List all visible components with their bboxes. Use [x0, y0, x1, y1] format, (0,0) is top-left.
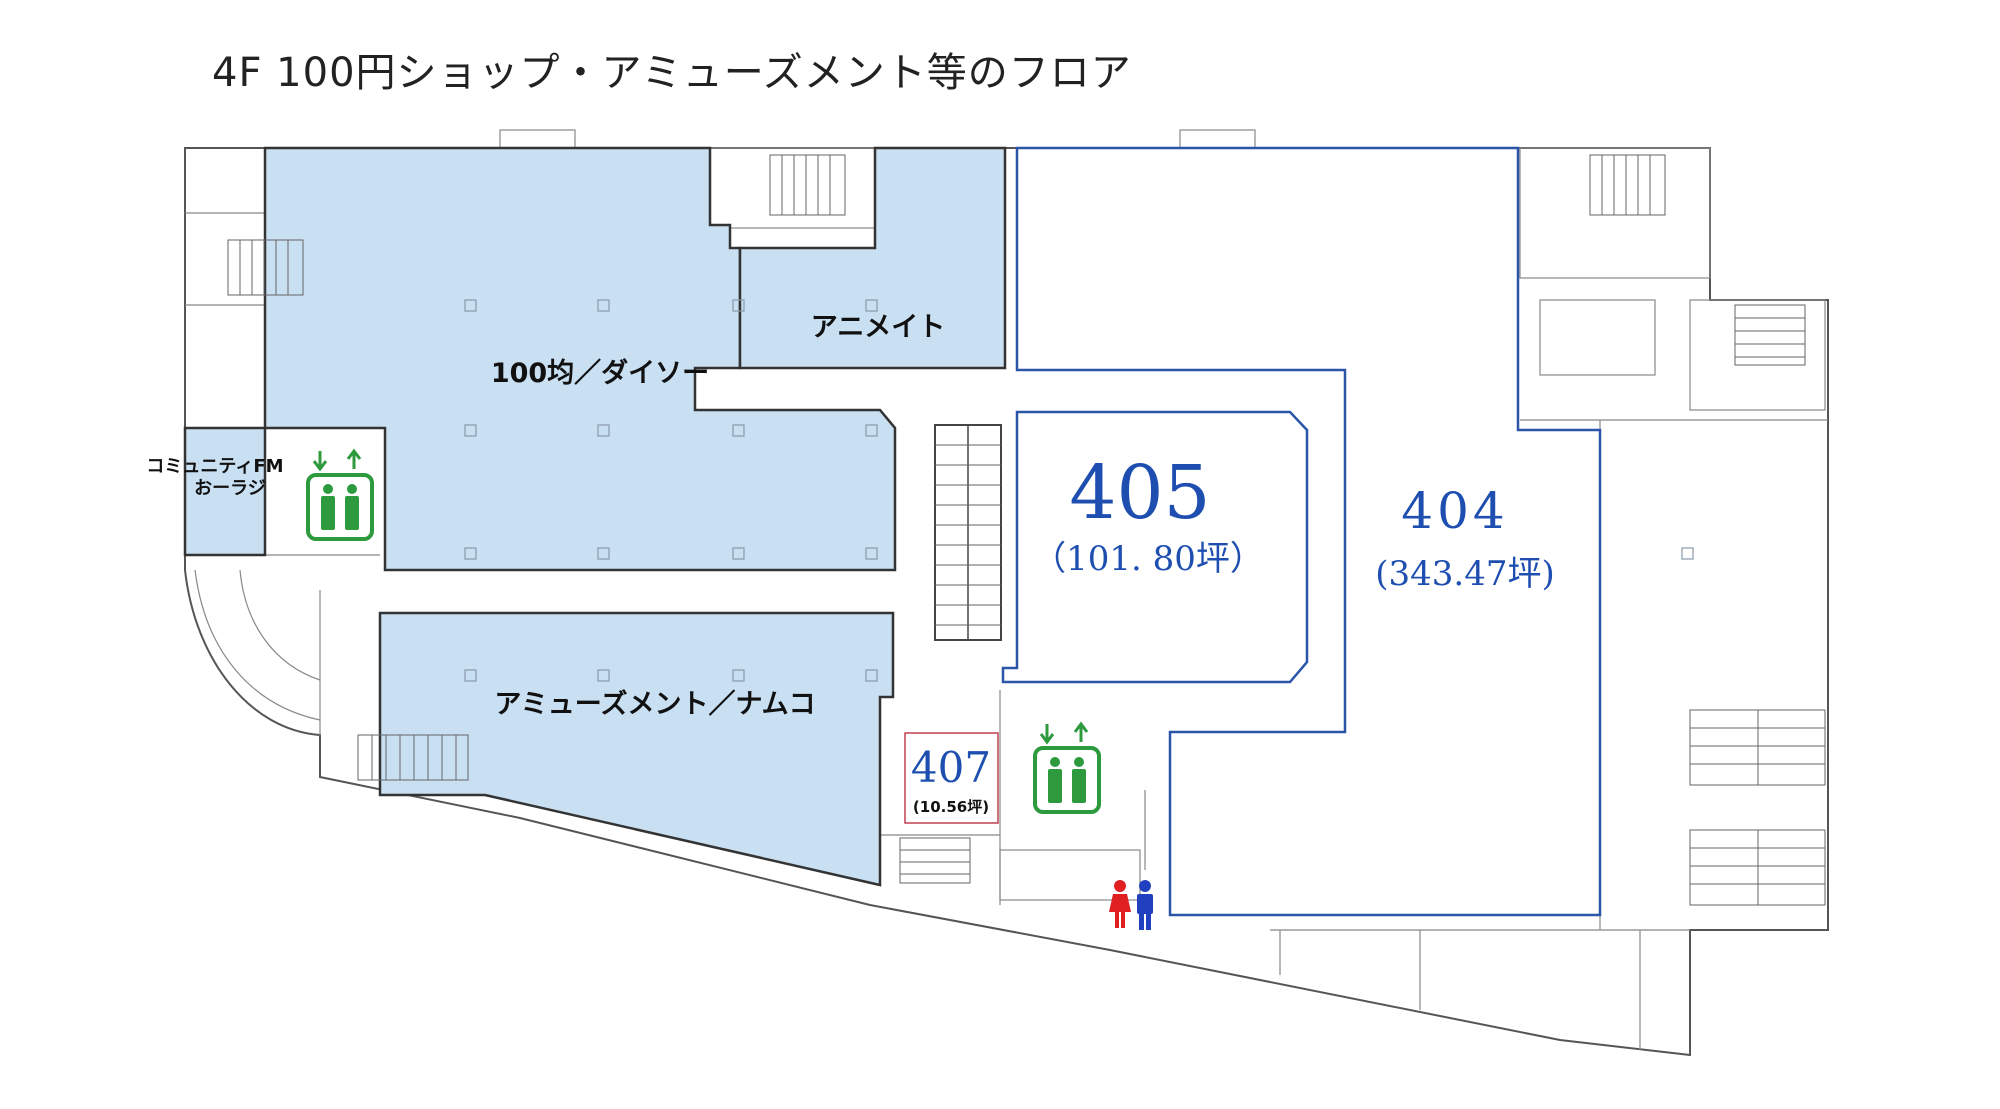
room-label-daiso: 100均／ダイソー [491, 357, 709, 389]
room-label-community-fm: コミュニティFM [146, 456, 283, 477]
escalator-icon [934, 424, 1002, 641]
unit-404-area: (343.47坪) [1375, 554, 1555, 594]
unit-405-area: （101. 80坪） [1032, 539, 1264, 579]
room-label-namco: アミューズメント／ナムコ [494, 688, 815, 720]
elevator-icon [306, 448, 374, 541]
unit-405-number: 405 [1069, 450, 1210, 536]
unit-407-outline [904, 732, 999, 824]
restroom-women-icon [1109, 880, 1131, 928]
elevator-icon [1033, 721, 1101, 814]
unit-404-number: 404 [1401, 482, 1508, 540]
building-outline [184, 147, 1829, 1057]
page-title: 4F 100円ショップ・アミューズメント等のフロア [212, 50, 1132, 96]
structural-columns [464, 299, 1694, 682]
spiral-stair [194, 569, 321, 721]
tenant-animate [738, 146, 1007, 370]
room-label-community-fm-2: おーラジ [194, 478, 266, 499]
restroom-men-icon [1137, 880, 1153, 930]
room-label-animate: アニメイト [811, 312, 945, 343]
unit-407-number: 407 [911, 743, 991, 792]
tenant-daiso [263, 146, 897, 572]
unit-405-outline [1001, 410, 1309, 684]
unit-407-area: (10.56坪) [913, 798, 989, 816]
unit-404-outline [1015, 146, 1602, 917]
staircase-icon [227, 154, 1826, 906]
tenant-community-fm [183, 426, 267, 557]
tenant-namco [378, 611, 895, 887]
